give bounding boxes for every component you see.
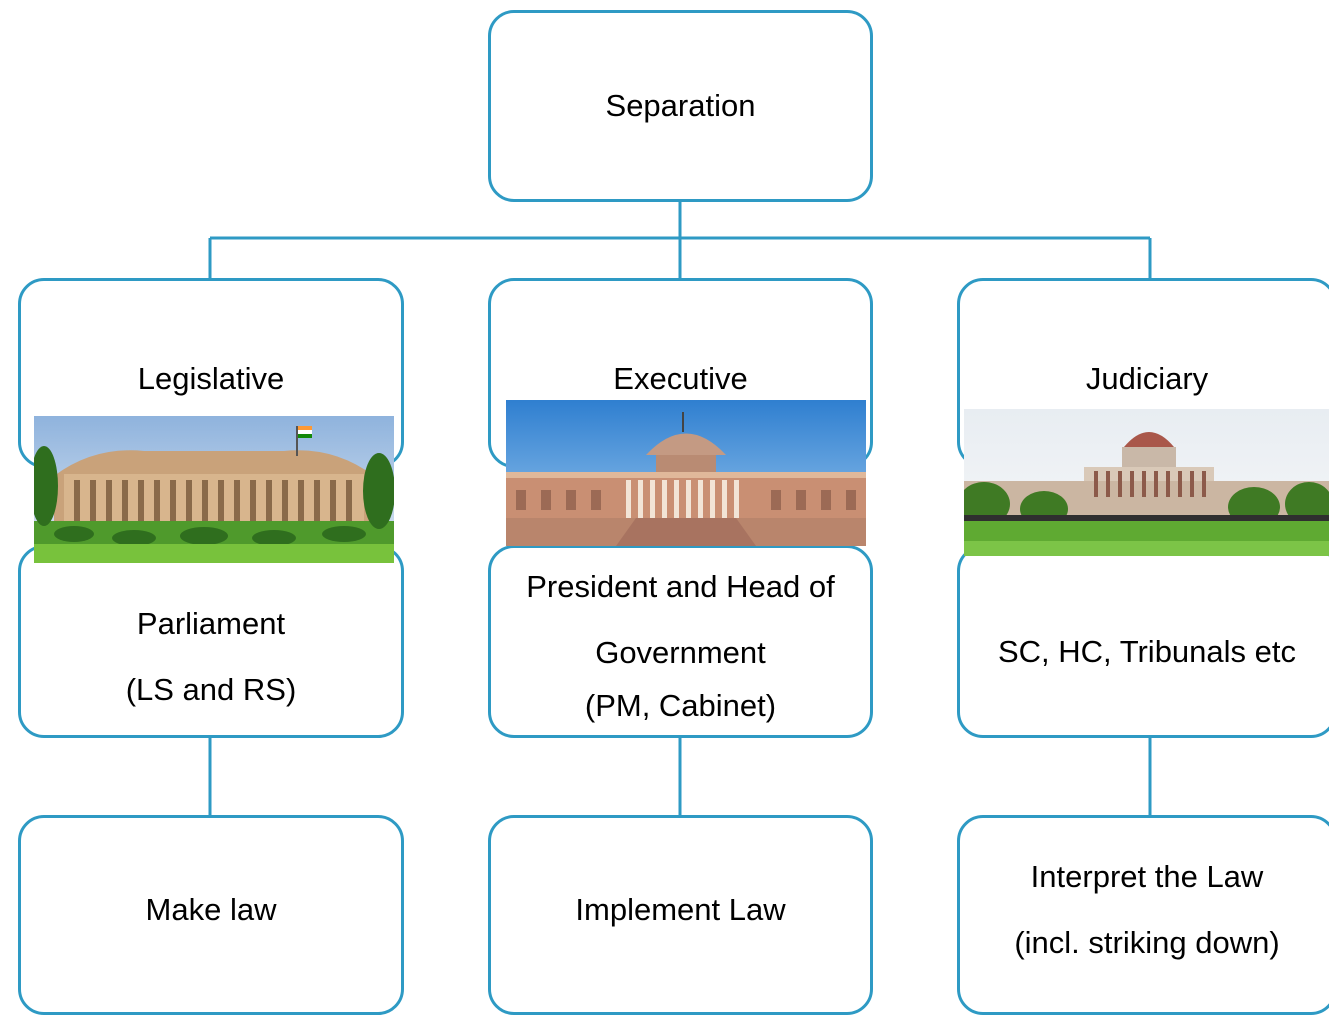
legislative-title: Legislative — [137, 361, 285, 396]
supreme-court-photo — [964, 409, 1329, 556]
executive-body-line-2: Government — [595, 635, 766, 670]
parliament-photo — [34, 416, 394, 563]
rashtrapati-bhavan-photo — [506, 400, 866, 546]
judiciary-function-box: Interpret the Law (incl. striking down) — [957, 815, 1329, 1015]
legislative-body-line-1: Parliament — [136, 605, 286, 641]
legislative-institutions-box: Parliament (LS and RS) — [18, 545, 404, 738]
executive-body-line-3: (PM, Cabinet) — [584, 688, 777, 723]
separation-label: Separation — [605, 88, 756, 123]
judiciary-institutions-box: SC, HC, Tribunals etc — [957, 545, 1329, 738]
judiciary-function-line-1: Interpret the Law — [1030, 859, 1264, 894]
legislative-function: Make law — [145, 892, 277, 927]
judiciary-function-line-2: (incl. striking down) — [1014, 925, 1280, 960]
judiciary-body-line-1: SC, HC, Tribunals etc — [997, 633, 1297, 669]
separation-box: Separation — [488, 10, 873, 202]
executive-body-line-1: President and Head of — [526, 569, 835, 604]
legislative-function-box: Make law — [18, 815, 404, 1015]
executive-institutions-box: President and Head of Government (PM, Ca… — [488, 545, 873, 738]
executive-function-box: Implement Law — [488, 815, 873, 1015]
executive-function: Implement Law — [575, 892, 786, 927]
executive-title: Executive — [613, 361, 748, 396]
legislative-body-line-2: (LS and RS) — [125, 671, 297, 707]
judiciary-title: Judiciary — [1085, 361, 1209, 396]
